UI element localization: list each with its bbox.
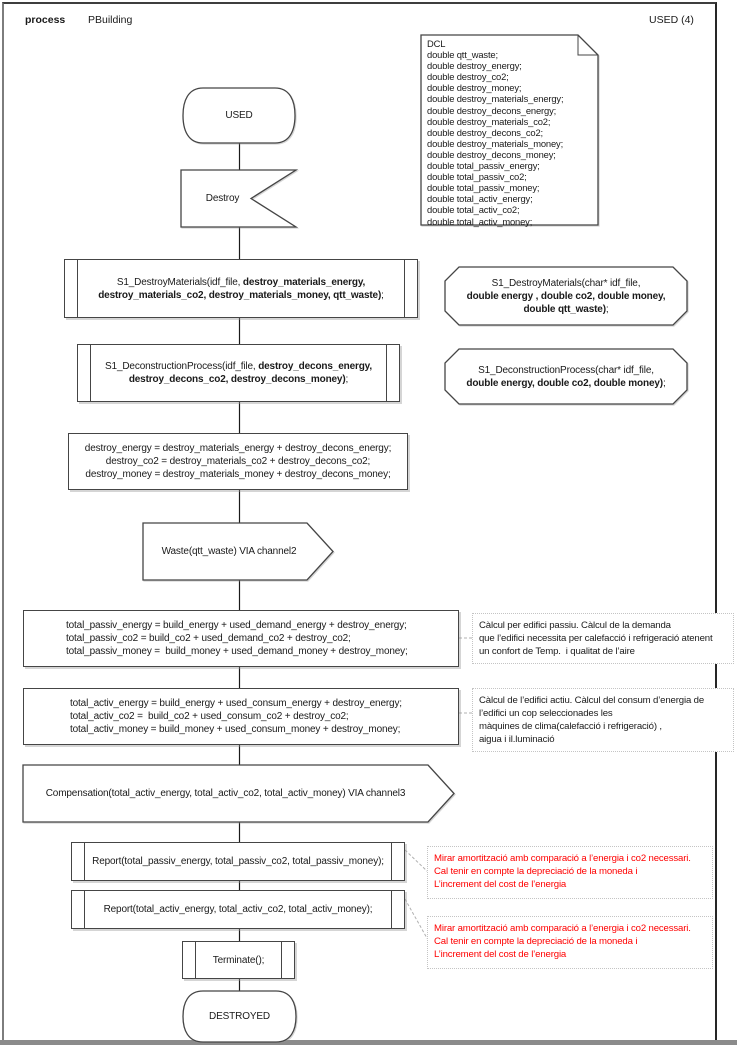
call-box-left-line	[90, 345, 91, 401]
page-indicator: USED (4)	[649, 14, 694, 26]
procedure-call-deconstruction[interactable]: S1_DeconstructionProcess(idf_file, destr…	[77, 344, 400, 402]
comment-line: un confort de Temp. i qualitat de l’aire	[479, 646, 635, 657]
call-box-left-line	[195, 942, 196, 978]
comment-line: Mirar amortització amb comparació a l’en…	[434, 923, 691, 934]
procedure-call-destroy-materials[interactable]: S1_DestroyMaterials(idf_file, destroy_ma…	[64, 259, 418, 318]
procedure-call-terminate-label: Terminate();	[212, 954, 265, 966]
comment-link-report-passiv	[404, 849, 429, 873]
input-signal-label: Destroy	[205, 193, 240, 204]
output-signal-compensation[interactable]: Compensation(total_activ_energy, total_a…	[22, 764, 455, 823]
call-box-right-line	[391, 843, 392, 880]
state-shape-outline	[182, 990, 297, 1043]
comment-line: que l’edifici necessita per calefacció i…	[479, 633, 713, 644]
diagram-frame	[2, 2, 717, 1040]
comment-line: L’increment del cost de l’energia	[434, 949, 567, 960]
task-total-activ[interactable]: total_activ_energy = build_energy + used…	[23, 688, 459, 745]
task-total-activ-label: total_activ_energy = build_energy + used…	[70, 698, 402, 735]
task-total-passiv-label: total_passiv_energy = build_energy + use…	[66, 620, 408, 657]
process-keyword: process	[25, 14, 66, 26]
procedure-declaration-outline	[444, 266, 688, 326]
output-signal-compensation-label: Compensation(total_activ_energy, total_a…	[45, 788, 406, 799]
task-total-passiv[interactable]: total_passiv_energy = build_energy + use…	[23, 610, 459, 667]
call-box-left-line	[84, 843, 85, 880]
process-name: PBuilding	[88, 14, 133, 26]
procedure-call-deconstruction-label: S1_DeconstructionProcess(idf_file, destr…	[105, 361, 372, 385]
procedure-call-terminate[interactable]: Terminate();	[182, 941, 295, 979]
comment-passiv-calc[interactable]: Càlcul per edifici passiu. Càlcul de la …	[472, 613, 734, 664]
procedure-call-report-passiv-label: Report(total_passiv_energy, total_passiv…	[92, 856, 384, 867]
output-signal-waste[interactable]: Waste(qtt_waste) VIA channel2	[142, 522, 334, 581]
end-state-label: DESTROYED	[209, 1011, 270, 1022]
comment-line: màquines de clima(calefacció i refrigera…	[479, 721, 662, 732]
dcl-text: DCL double qtt_waste; double destroy_ene…	[427, 38, 564, 227]
comment-report-passiv-note[interactable]: Mirar amortització amb comparació a l’en…	[427, 846, 713, 899]
procedure-declaration-deconstruction-label: S1_DeconstructionProcess(char* idf_file,…	[466, 364, 666, 389]
comment-line: Mirar amortització amb comparació a l’en…	[434, 853, 691, 864]
comment-activ-calc[interactable]: Càlcul de l’edifici actiu. Càlcul del co…	[472, 688, 734, 752]
procedure-call-destroy-materials-label: S1_DestroyMaterials(idf_file, destroy_ma…	[98, 276, 384, 301]
comment-line: L’increment del cost de l’energia	[434, 879, 567, 890]
call-box-right-line	[404, 260, 405, 317]
call-box-left-line	[77, 260, 78, 317]
dcl-declaration-note[interactable]: DCL double qtt_waste; double destroy_ene…	[420, 34, 599, 227]
comment-line: Cal tenir en compte la depreciació de la…	[434, 936, 638, 947]
procedure-declaration-deconstruction[interactable]: S1_DeconstructionProcess(char* idf_file,…	[444, 348, 688, 405]
input-signal-outline	[180, 169, 299, 228]
output-signal-outline	[142, 522, 334, 581]
procedure-declaration-destroy-materials[interactable]: S1_DestroyMaterials(char* idf_file, doub…	[444, 266, 688, 326]
comment-line: Càlcul per edifici passiu. Càlcul de la …	[479, 620, 671, 631]
page-bottom-edge	[0, 1040, 737, 1045]
call-box-right-line	[386, 345, 387, 401]
state-shape-outline	[182, 87, 296, 144]
procedure-call-report-activ[interactable]: Report(total_activ_energy, total_activ_c…	[71, 890, 405, 929]
output-signal-outline	[22, 764, 455, 823]
procedure-declaration-outline	[444, 348, 688, 405]
comment-line: l’edifici un cop seleccionades les	[479, 708, 613, 719]
comment-line: aigua i il.luminació	[479, 734, 555, 745]
task-destroy-totals[interactable]: destroy_energy = destroy_materials_energ…	[68, 433, 408, 490]
call-box-left-line	[84, 891, 85, 928]
call-box-right-line	[281, 942, 282, 978]
procedure-declaration-destroy-materials-label: S1_DestroyMaterials(char* idf_file, doub…	[466, 277, 666, 315]
call-box-right-line	[391, 891, 392, 928]
start-state-label: USED	[225, 110, 253, 121]
procedure-call-report-passiv[interactable]: Report(total_passiv_energy, total_passiv…	[71, 842, 405, 881]
input-signal-destroy[interactable]: Destroy	[180, 169, 299, 228]
task-destroy-totals-label: destroy_energy = destroy_materials_energ…	[84, 443, 392, 480]
start-state-used[interactable]: USED	[182, 87, 296, 144]
paper-fold-outline	[420, 34, 599, 226]
comment-link-report-activ	[404, 898, 429, 941]
comment-report-activ-note[interactable]: Mirar amortització amb comparació a l’en…	[427, 916, 713, 969]
output-signal-waste-label: Waste(qtt_waste) VIA channel2	[161, 546, 297, 557]
comment-line: Càlcul de l’edifici actiu. Càlcul del co…	[479, 695, 705, 706]
comment-line: Cal tenir en compte la depreciació de la…	[434, 866, 638, 877]
end-state-destroyed[interactable]: DESTROYED	[182, 990, 297, 1043]
procedure-call-report-activ-label: Report(total_activ_energy, total_activ_c…	[103, 904, 373, 915]
